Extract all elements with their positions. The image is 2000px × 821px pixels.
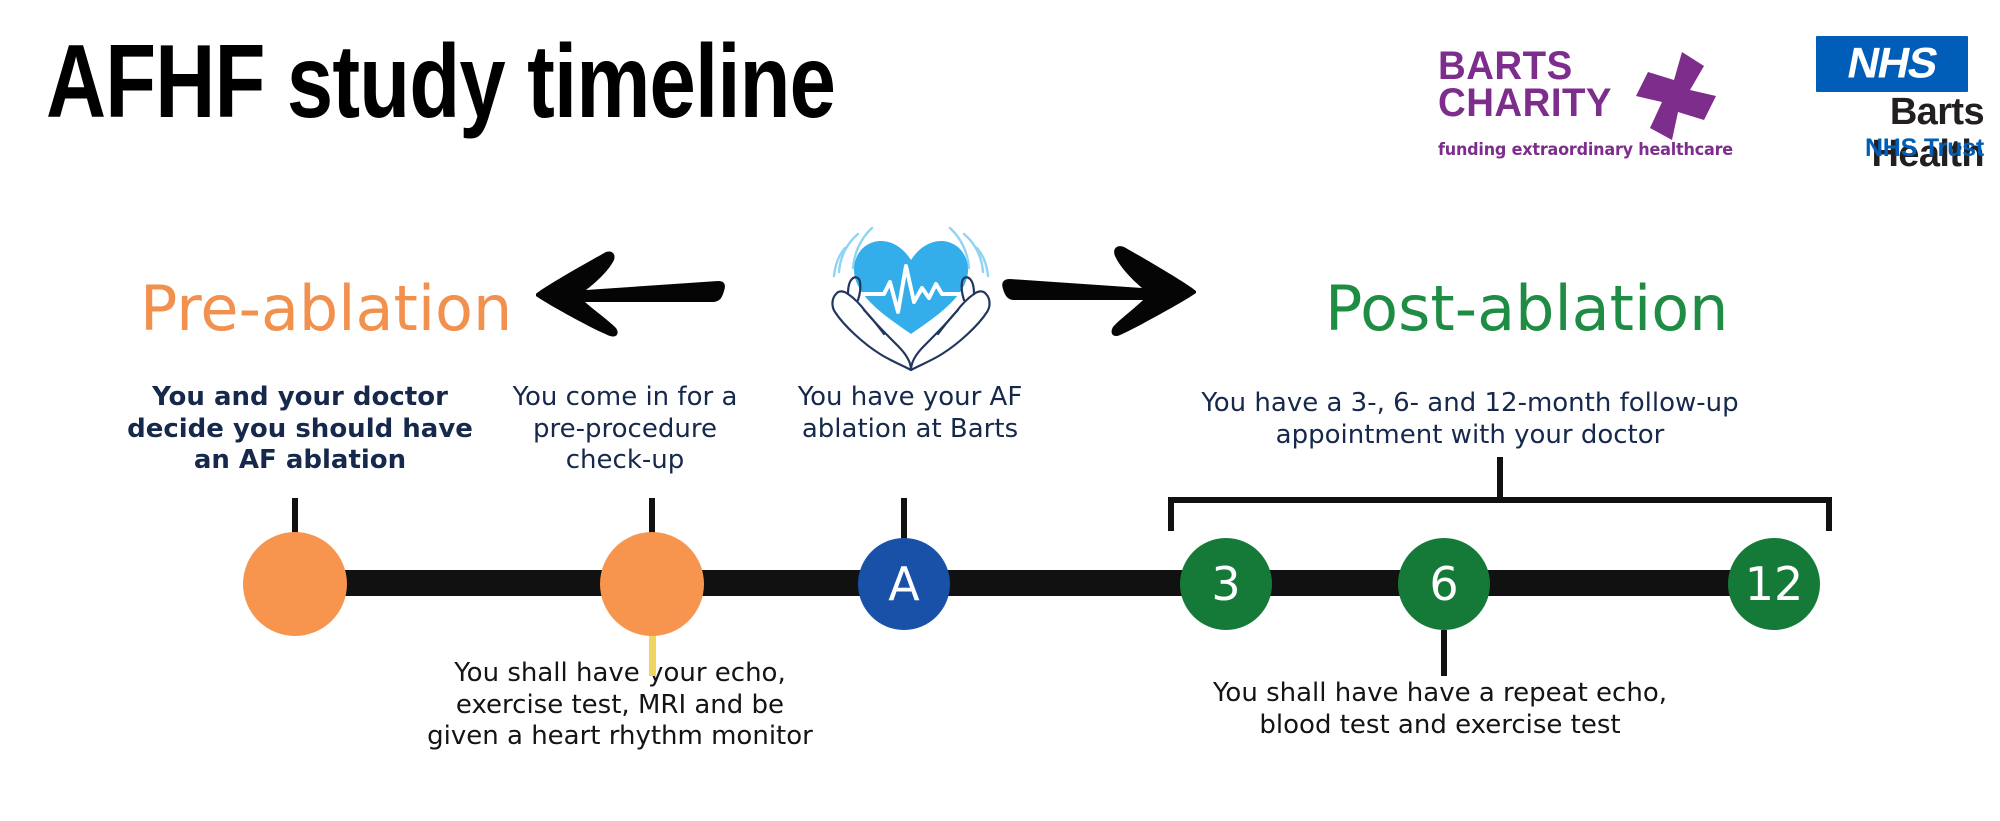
caption-ablation: You have your AF ablation at Barts <box>797 382 1023 444</box>
barts-charity-wordmark: BARTS CHARITY <box>1438 44 1638 125</box>
timeline-node-ablation[interactable]: A <box>858 538 950 630</box>
timeline-node-month-6[interactable]: 6 <box>1398 538 1490 630</box>
followup-bracket <box>1168 457 1832 533</box>
timeline-node-decide[interactable] <box>243 532 347 636</box>
caption-decide: You and your doctor decide you should ha… <box>127 382 473 476</box>
bracket-tick-left <box>1168 497 1174 531</box>
timeline-bar <box>250 570 1780 596</box>
plus-icon <box>1636 52 1716 140</box>
phase-label-pre-ablation: Pre-ablation <box>140 272 513 345</box>
connector-stem-tests-pre <box>649 634 656 676</box>
barts-charity-tagline: funding extraordinary healthcare <box>1438 140 1733 159</box>
connector-stem-tests-post <box>1441 630 1447 676</box>
motion-lines-right <box>948 226 990 278</box>
heart-in-hands-icon <box>831 226 991 372</box>
nhs-trust-name: Barts Health <box>1871 91 1984 175</box>
hands-outline <box>831 276 991 372</box>
arrow-left-icon <box>536 251 725 337</box>
timeline-node-checkup[interactable] <box>600 532 704 636</box>
nhs-barts-health-logo: NHS Barts Health NHS Trust <box>1768 36 1985 175</box>
barts-charity-line2: CHARITY <box>1438 80 1613 125</box>
barts-charity-line1: BARTS <box>1438 44 1573 88</box>
timeline-node-month-12[interactable]: 12 <box>1728 538 1820 630</box>
timeline-node-month-3[interactable]: 3 <box>1180 538 1272 630</box>
nhs-mark: NHS <box>1816 36 1968 92</box>
page-title: AFHF study timeline <box>46 24 836 140</box>
connector-stem-decide <box>292 498 298 534</box>
nhs-mark-text: NHS <box>1843 39 1941 88</box>
bracket-tick-right <box>1826 497 1832 531</box>
arrow-right-icon <box>1002 246 1196 337</box>
phase-label-post-ablation: Post-ablation <box>1325 272 1729 345</box>
caption-checkup: You come in for a pre-procedure check-up <box>512 382 738 476</box>
connector-stem-ablation <box>901 498 907 540</box>
motion-lines-left <box>832 226 874 278</box>
barts-charity-logo: BARTS CHARITY funding extraordinary heal… <box>1438 44 1733 168</box>
bracket-tick-center <box>1497 457 1503 501</box>
caption-tests-pre: You shall have your echo, exercise test,… <box>427 658 813 752</box>
connector-stem-checkup <box>649 498 655 534</box>
caption-tests-post: You shall have have a repeat echo, blood… <box>1212 678 1667 740</box>
caption-followup: You have a 3-, 6- and 12-month follow-up… <box>1201 388 1739 450</box>
nhs-trust-suffix: NHS Trust <box>1864 134 1984 162</box>
ecg-line <box>858 264 966 314</box>
